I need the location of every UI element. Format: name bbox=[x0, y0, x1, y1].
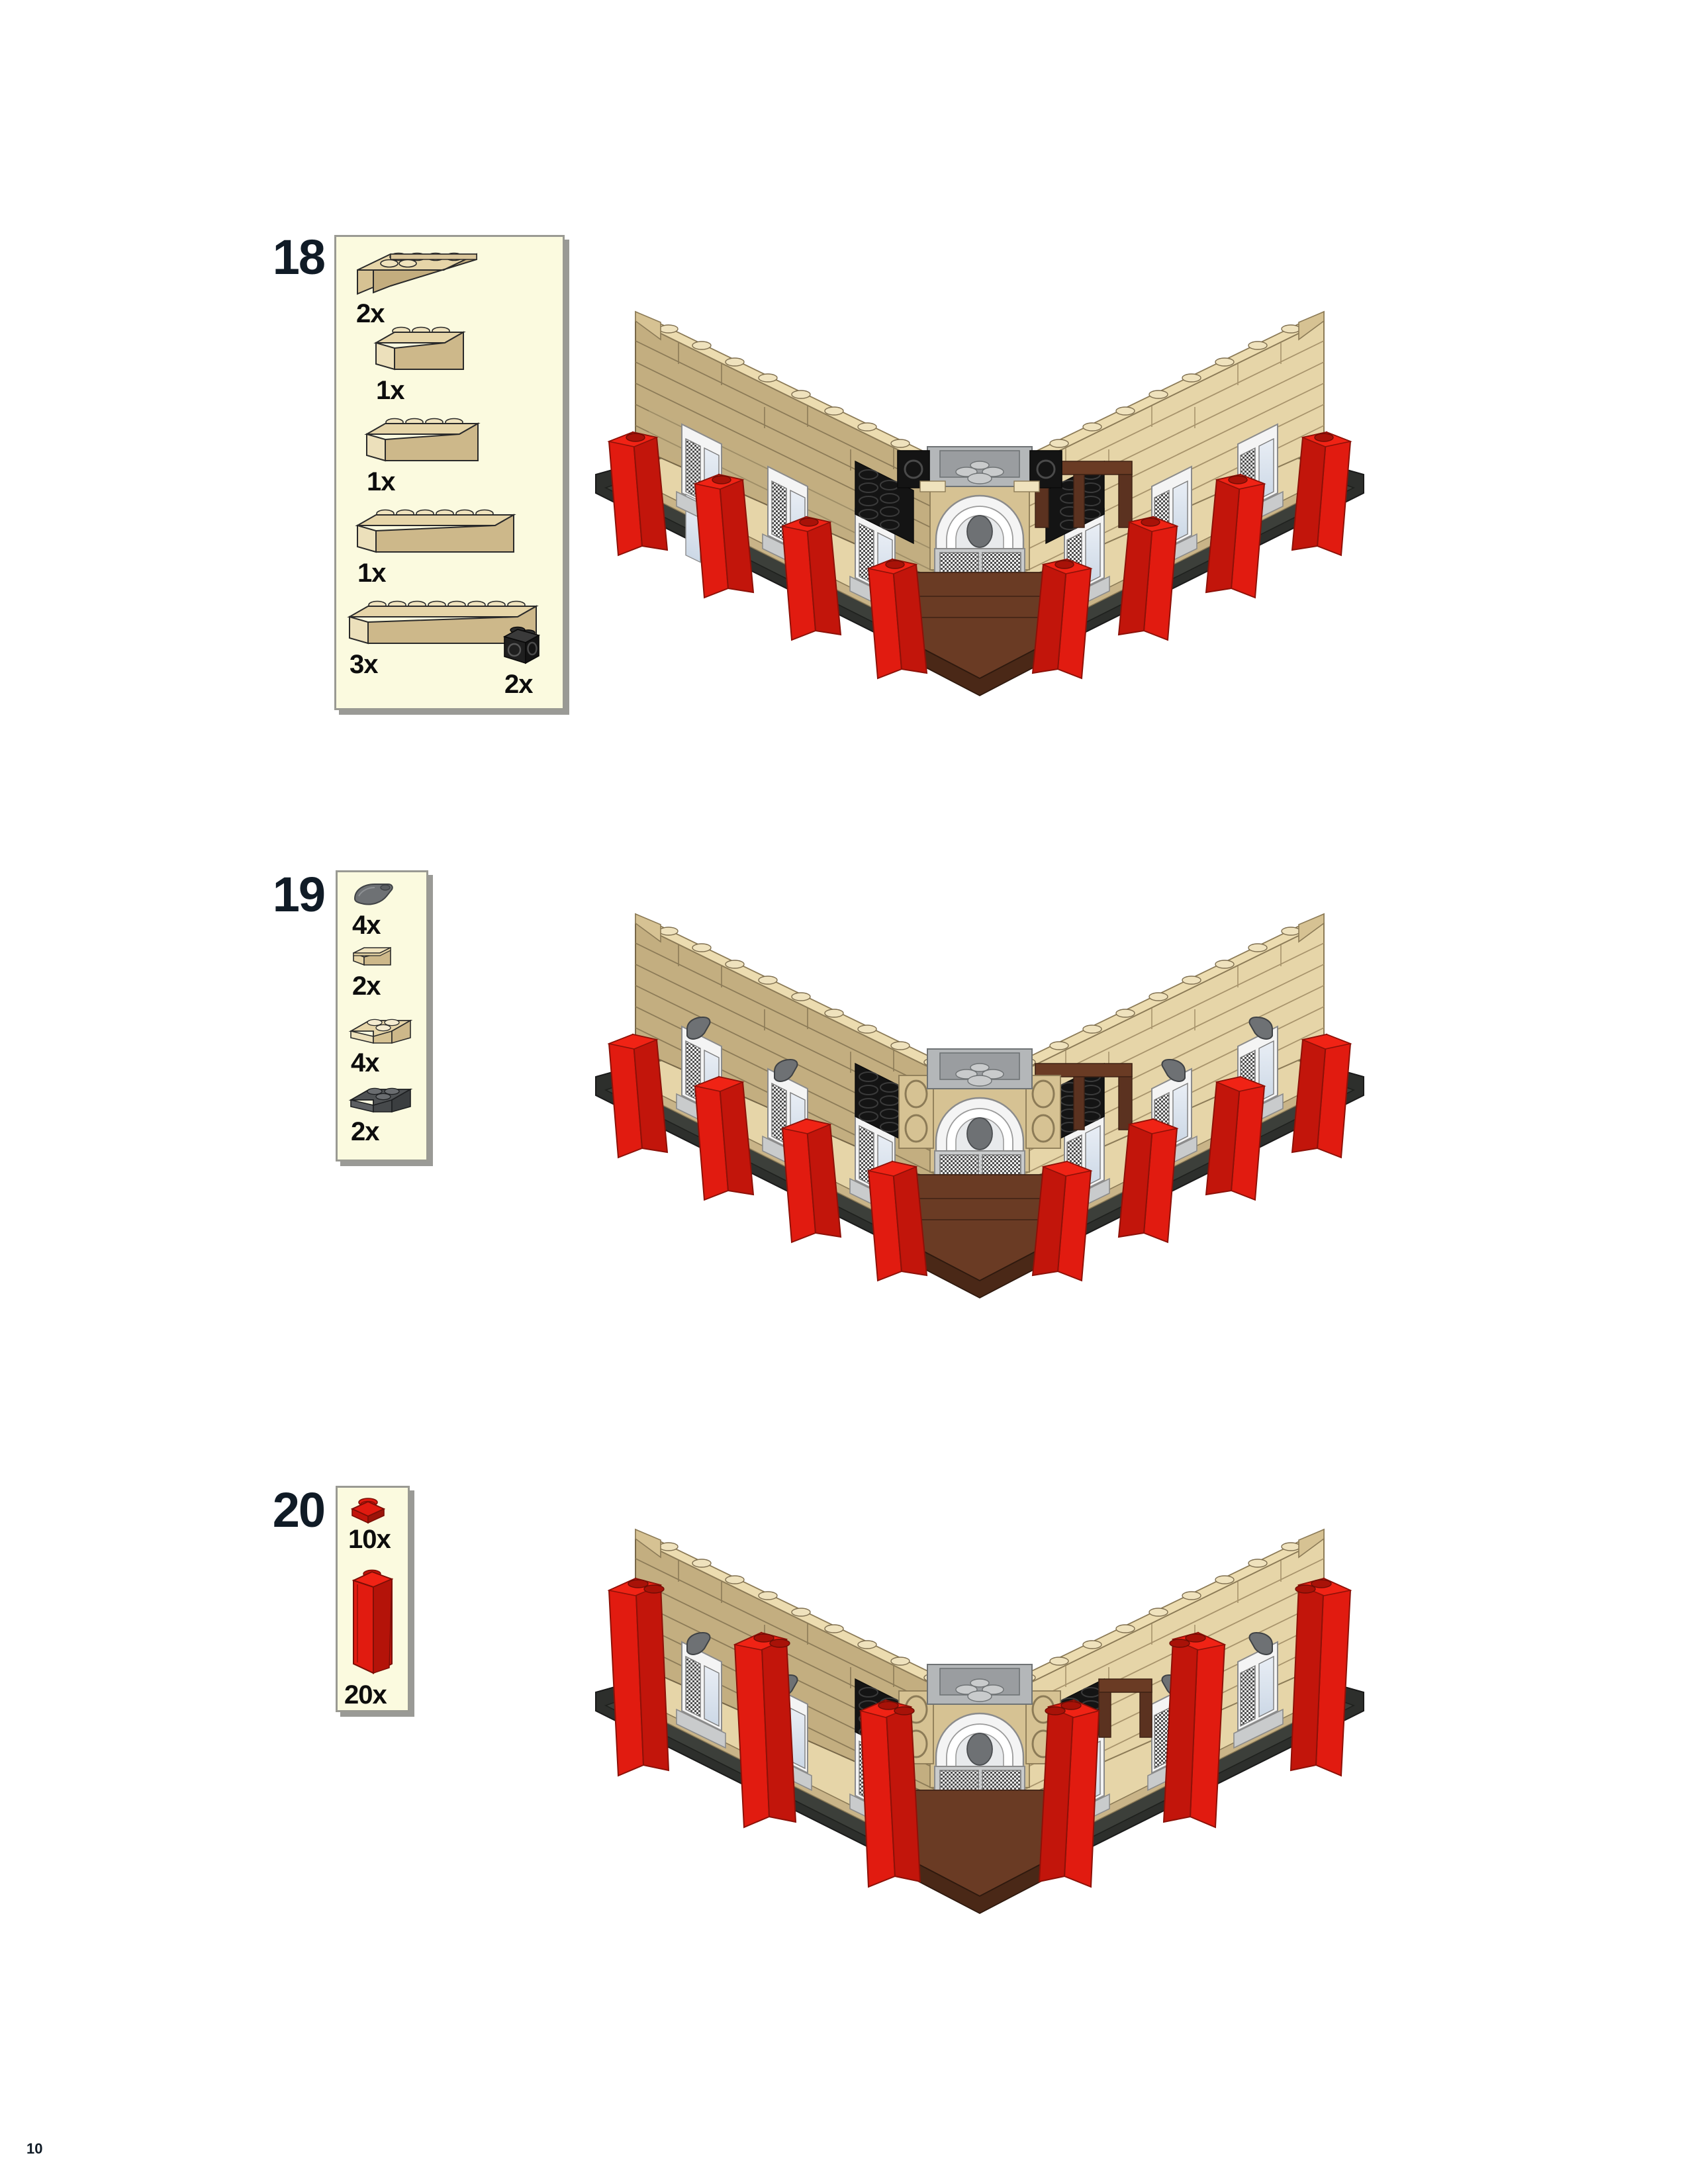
step-20-parts-callout: 10x 20x bbox=[336, 1486, 410, 1712]
part-plate-dark-gray-2x2-corner: 2x bbox=[347, 1083, 416, 1145]
red-slope-wall-left bbox=[607, 1577, 921, 1888]
part-lamp-cover-dark-gray: 4x bbox=[350, 879, 396, 938]
red-slope-wall-right bbox=[1038, 1577, 1352, 1888]
plate-tan-1x2-icon bbox=[350, 944, 396, 970]
lamp-cover-group bbox=[686, 1016, 1273, 1082]
lamp-cover-icon bbox=[350, 879, 396, 909]
part-quantity: 2x bbox=[352, 972, 381, 1001]
part-quantity: 10x bbox=[348, 1525, 391, 1554]
part-brick-black-1x1-stud-on-sides: 2x bbox=[500, 623, 544, 698]
step-19-model-illustration bbox=[569, 831, 1390, 1314]
step-18-model-illustration bbox=[569, 228, 1390, 711]
part-brick-tan-1x6: 1x bbox=[352, 506, 530, 586]
step-19: 19 4x bbox=[272, 831, 1390, 1314]
part-plate-tan-2x2-corner: 4x bbox=[347, 1014, 416, 1076]
part-quantity: 2x bbox=[504, 670, 533, 699]
brick-tan-1x8-icon bbox=[344, 597, 549, 649]
part-quantity: 1x bbox=[367, 467, 395, 496]
step-20-model-illustration bbox=[569, 1446, 1390, 1929]
part-slope-red-1x2x3: 20x bbox=[344, 1565, 404, 1708]
brick-black-1x1-icon bbox=[500, 623, 544, 670]
part-slope-brick-tan-2x4: 2x bbox=[351, 245, 480, 327]
part-quantity: 2x bbox=[351, 1117, 379, 1146]
part-quantity: 3x bbox=[350, 650, 378, 679]
part-brick-tan-1x3: 1x bbox=[371, 323, 473, 404]
step-19-parts-callout: 4x 2x bbox=[336, 870, 428, 1161]
step-18: 18 bbox=[0, 0, 1688, 728]
page-number: 10 bbox=[26, 2140, 43, 2157]
step-number-19: 19 bbox=[272, 867, 326, 922]
part-brick-tan-1x8: 3x bbox=[344, 597, 549, 678]
part-quantity: 2x bbox=[356, 299, 385, 328]
corner-plate-tan-icon bbox=[347, 1014, 416, 1047]
brick-tan-1x6-icon bbox=[352, 506, 530, 557]
step-18-parts-callout: 2x bbox=[334, 235, 565, 710]
tall-slope-red-icon bbox=[344, 1565, 404, 1680]
step-20: 20 10x bbox=[272, 1446, 1390, 1929]
part-quantity: 1x bbox=[376, 376, 404, 405]
brick-tan-1x3-icon bbox=[371, 323, 473, 375]
plate-red-1x1-icon bbox=[348, 1494, 389, 1525]
part-plate-red-1x1: 10x bbox=[348, 1494, 391, 1553]
step-number-20: 20 bbox=[272, 1482, 326, 1537]
brick-tan-1x4-icon bbox=[361, 414, 494, 466]
part-brick-tan-1x4: 1x bbox=[361, 414, 494, 495]
step-number-18: 18 bbox=[272, 230, 326, 285]
part-plate-tan-1x2: 2x bbox=[350, 944, 396, 999]
part-quantity: 1x bbox=[357, 559, 386, 588]
part-quantity: 20x bbox=[344, 1680, 387, 1709]
part-quantity: 4x bbox=[352, 911, 381, 940]
slope-brick-tan-icon bbox=[351, 245, 480, 298]
part-quantity: 4x bbox=[351, 1048, 379, 1077]
corner-plate-dark-gray-icon bbox=[347, 1083, 416, 1116]
